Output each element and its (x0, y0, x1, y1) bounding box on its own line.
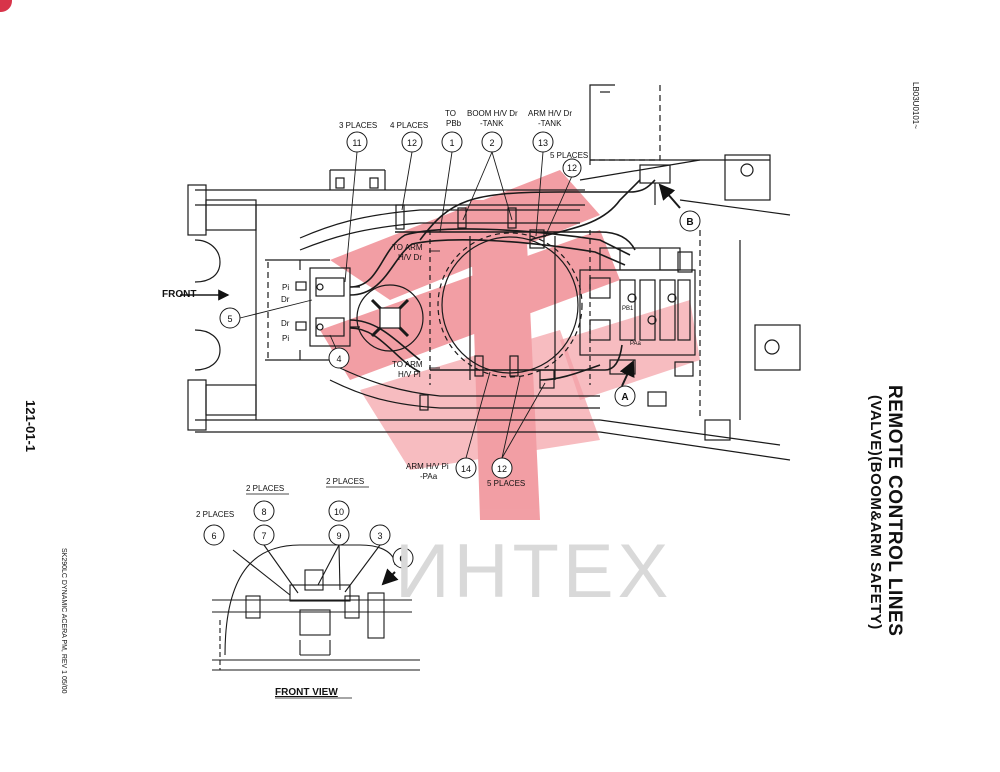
callout-1-circle (441, 131, 463, 153)
page-number: 121-01-1 (23, 400, 38, 453)
callout-4-circle (328, 347, 350, 369)
view-marker-a: A (621, 392, 628, 403)
title-line-1: REMOTE CONTROL LINES (884, 385, 905, 637)
callout-12b: 12 (567, 163, 577, 173)
front-view-drawing (212, 544, 420, 671)
callout-6-circle (203, 524, 225, 546)
view-marker-b-circle (679, 210, 701, 232)
title-line-2: (VALVE)(BOOM&ARM SAFETY) (867, 395, 884, 630)
view-marker-labels: A B C (399, 217, 693, 565)
label-to-pbb-2: PBb (446, 119, 462, 128)
callout-14-circle (455, 457, 477, 479)
leader-lines (180, 151, 681, 586)
label-3-places: 3 PLACES (339, 121, 377, 130)
label-to-arm-hv-dr-1: TO ARM (392, 243, 423, 252)
callout-3-circle (369, 524, 391, 546)
main-callout-labels: 11 12 1 2 13 12 5 4 14 12 (227, 138, 577, 474)
page-title: REMOTE CONTROL LINES (883, 385, 905, 636)
callout-2: 2 (489, 138, 494, 148)
callout-14: 14 (461, 464, 471, 474)
callout-1: 1 (449, 138, 454, 148)
label-to-arm-hv-pi-1: TO ARM (392, 360, 423, 369)
callout-10: 10 (334, 507, 344, 517)
annotations: 3 PLACES 4 PLACES TO PBb BOOM H/V Dr -TA… (162, 109, 642, 698)
callout-11-circle (346, 131, 368, 153)
label-arm-hv-pi-2: -PAa (420, 472, 438, 481)
watermark-logo (320, 170, 700, 520)
label-dr-top: Dr (281, 295, 290, 304)
label-arm-hv-dr-1: ARM H/V Dr (528, 109, 572, 118)
callout-13-circle (532, 131, 554, 153)
label-5-places-top: 5 PLACES (550, 151, 588, 160)
callout-5: 5 (227, 314, 232, 324)
callout-6: 6 (211, 531, 216, 541)
label-dr-bottom: Dr (281, 319, 290, 328)
callout-5-circle (219, 307, 241, 329)
view-marker-b: B (686, 217, 693, 228)
callout-12c-circle (491, 457, 513, 479)
watermark-text: ИНТЕХ (395, 529, 673, 614)
label-4-places: 4 PLACES (390, 121, 428, 130)
machine-frame (187, 84, 801, 461)
callout-12a-circle (401, 131, 423, 153)
callout-12a: 12 (407, 138, 417, 148)
view-marker-c: C (399, 554, 406, 565)
callout-8-circle (253, 500, 275, 522)
label-2-places-left: 2 PLACES (196, 510, 234, 519)
callout-12c: 12 (497, 464, 507, 474)
label-pi-bottom: Pi (282, 334, 289, 343)
label-arm-hv-dr-2: -TANK (538, 119, 562, 128)
callout-12b-circle (562, 158, 582, 178)
label-boom-hv-dr-2: -TANK (480, 119, 504, 128)
label-to-arm-hv-pi-2: H/V Pi (398, 370, 421, 379)
label-paa: PAa (630, 341, 642, 347)
label-front: FRONT (162, 289, 196, 300)
view-marker-a-circle (614, 385, 636, 407)
callout-7-circle (253, 524, 275, 546)
callout-9-circle (328, 524, 350, 546)
label-front-view: FRONT VIEW (275, 687, 338, 698)
label-boom-hv-dr-1: BOOM H/V Dr (467, 109, 518, 118)
label-to-arm-hv-dr-2: H/V Dr (398, 253, 422, 262)
main-callouts (219, 131, 701, 569)
callout-2-circle (481, 131, 503, 153)
callout-13: 13 (538, 138, 548, 148)
page-subtitle: (VALVE)(BOOM&ARM SAFETY) (867, 395, 884, 630)
callout-10-circle (328, 500, 350, 522)
callout-8: 8 (261, 507, 266, 517)
label-5-places-bottom: 5 PLACES (487, 479, 525, 488)
label-2-places-right: 2 PLACES (326, 477, 364, 486)
drawing-code: LB03U0101~ (911, 82, 920, 129)
callout-7: 7 (261, 531, 266, 541)
label-to-pbb-1: TO (445, 109, 456, 118)
callout-9: 9 (336, 531, 341, 541)
callout-4: 4 (336, 354, 341, 364)
hose-routing (349, 179, 656, 381)
front-view-callouts (203, 500, 391, 546)
front-view-callout-labels: 8 7 6 10 9 3 (211, 507, 382, 541)
label-arm-hv-pi-1: ARM H/V Pi (406, 462, 449, 471)
label-underlines (246, 486, 369, 699)
callout-3: 3 (377, 531, 382, 541)
label-pb1: PB1 (622, 306, 634, 312)
view-marker-c-circle (392, 547, 414, 569)
footer-code: SK290LC DYNAMIC ACERA PM, REV 1 05/00 (60, 548, 67, 694)
callout-11: 11 (352, 138, 361, 148)
label-2-places-mid: 2 PLACES (246, 484, 284, 493)
label-pi-top: Pi (282, 283, 289, 292)
